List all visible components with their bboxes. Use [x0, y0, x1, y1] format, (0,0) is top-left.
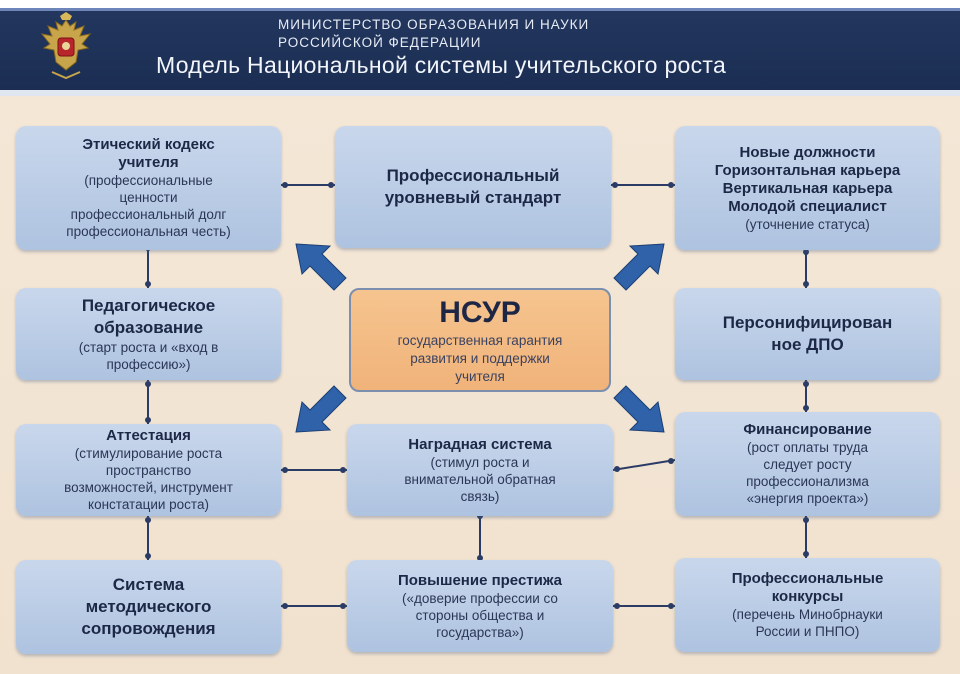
prestige-sub-3: государства») — [436, 624, 524, 640]
awards-system-box: Наградная система (стимул роста и внимат… — [347, 424, 613, 516]
dpo-head-2: ное ДПО — [771, 335, 844, 354]
nsur-line-3: учителя — [455, 369, 505, 384]
standard-head-1: Профессиональный — [386, 166, 560, 185]
pedagogical-sub-1: (старт роста и «вход в — [78, 340, 219, 355]
prestige-box: Повышение престижа («доверие профессии с… — [347, 560, 613, 652]
header: МИНИСТЕРСТВО ОБРАЗОВАНИЯ И НАУКИ РОССИЙС… — [0, 0, 960, 96]
attestation-head: Аттестация — [106, 427, 191, 444]
financing-sub-3: профессионализма — [746, 474, 869, 489]
attestation-sub-3: возможностей, инструмент — [64, 480, 233, 495]
attestation-sub-2: пространство — [105, 463, 192, 478]
prestige-head: Повышение престижа — [397, 571, 563, 589]
nsur-title: НСУР — [439, 296, 521, 329]
awards-sub-3: связь) — [460, 488, 500, 504]
professional-standard-box: Профессиональный уровневый стандарт — [335, 126, 611, 248]
eagle-emblem-icon — [40, 12, 92, 80]
pedagogical-head-2: образование — [93, 318, 204, 337]
nsur-center-box: НСУР государственная гарантия развития и… — [349, 288, 611, 392]
ministry-line-1: МИНИСТЕРСТВО ОБРАЗОВАНИЯ И НАУКИ — [278, 17, 590, 32]
arrow-down-right — [613, 385, 665, 433]
nsur-line-1: государственная гарантия — [397, 333, 563, 348]
attestation-box: Аттестация (стимулирование роста простра… — [16, 424, 281, 516]
prestige-sub-1: («доверие профессии со — [402, 590, 558, 606]
prestige-sub-2: стороны общества и — [415, 607, 545, 623]
nsur-line-2: развития и поддержки — [410, 351, 550, 366]
contests-sub-1: (перечень Минобрнауки — [732, 607, 883, 622]
arrow-down-left — [295, 385, 347, 433]
methodical-head-1: Система — [112, 575, 185, 594]
ethics-sub-2: ценности — [119, 190, 178, 205]
new-positions-box: Новые должности Горизонтальная карьера В… — [675, 126, 940, 250]
positions-line-4: Молодой специалист — [728, 197, 887, 215]
financing-sub-4: «энергия проекта») — [746, 491, 869, 506]
positions-line-2: Горизонтальная карьера — [714, 161, 901, 179]
contests-head-2: конкурсы — [771, 588, 844, 605]
ethics-sub-3: профессиональный долг — [70, 207, 227, 222]
ministry-line-2: РОССИЙСКОЙ ФЕДЕРАЦИИ — [278, 35, 482, 50]
attestation-sub-1: (стимулирование роста — [74, 446, 223, 461]
awards-sub-1: (стимул роста и — [430, 454, 530, 470]
pedagogical-sub-2: профессию») — [106, 357, 191, 372]
methodical-support-box: Система методического сопровождения — [16, 560, 281, 654]
positions-sub: (уточнение статуса) — [745, 216, 870, 232]
positions-line-3: Вертикальная карьера — [722, 179, 893, 197]
header-shine — [0, 8, 960, 11]
connector-awards-financing — [612, 459, 676, 471]
standard-head-2: уровневый стандарт — [384, 188, 562, 207]
methodical-head-3: сопровождения — [81, 619, 216, 638]
financing-head: Финансирование — [743, 421, 872, 438]
ethics-code-box: Этический кодекс учителя (профессиональн… — [16, 126, 281, 250]
arrow-up-left — [295, 243, 347, 291]
financing-sub-2: следует росту — [763, 457, 852, 472]
ministry-caption: МИНИСТЕРСТВО ОБРАЗОВАНИЯ И НАУКИ РОССИЙС… — [278, 16, 589, 52]
pedagogical-education-box: Педагогическое образование (старт роста … — [16, 288, 281, 380]
positions-line-1: Новые должности — [739, 143, 876, 161]
contests-sub-2: России и ПНПО) — [755, 624, 860, 639]
awards-head: Наградная система — [408, 435, 552, 453]
ethics-head-1: Этический кодекс — [82, 136, 215, 153]
methodical-head-2: методического — [85, 597, 212, 616]
ethics-head-2: учителя — [118, 154, 179, 171]
header-bar — [0, 8, 960, 90]
financing-sub-1: (рост оплаты труда — [747, 440, 868, 455]
ethics-sub-4: профессиональная честь) — [66, 224, 231, 239]
professional-contests-box: Профессиональные конкурсы (перечень Мино… — [675, 558, 940, 652]
dpo-head-1: Персонифицирован — [722, 313, 893, 332]
financing-box: Финансирование (рост оплаты труда следуе… — [675, 412, 940, 516]
awards-sub-2: внимательной обратная — [404, 471, 556, 487]
attestation-sub-4: констатации роста) — [88, 497, 209, 512]
ethics-sub-1: (профессиональные — [84, 173, 213, 188]
arrow-up-right — [613, 243, 665, 291]
contests-head-1: Профессиональные — [731, 570, 884, 587]
pedagogical-head-1: Педагогическое — [81, 296, 216, 315]
slide-title: Модель Национальной системы учительского… — [156, 52, 727, 78]
personalized-dpo-box: Персонифицирован ное ДПО — [675, 288, 940, 380]
